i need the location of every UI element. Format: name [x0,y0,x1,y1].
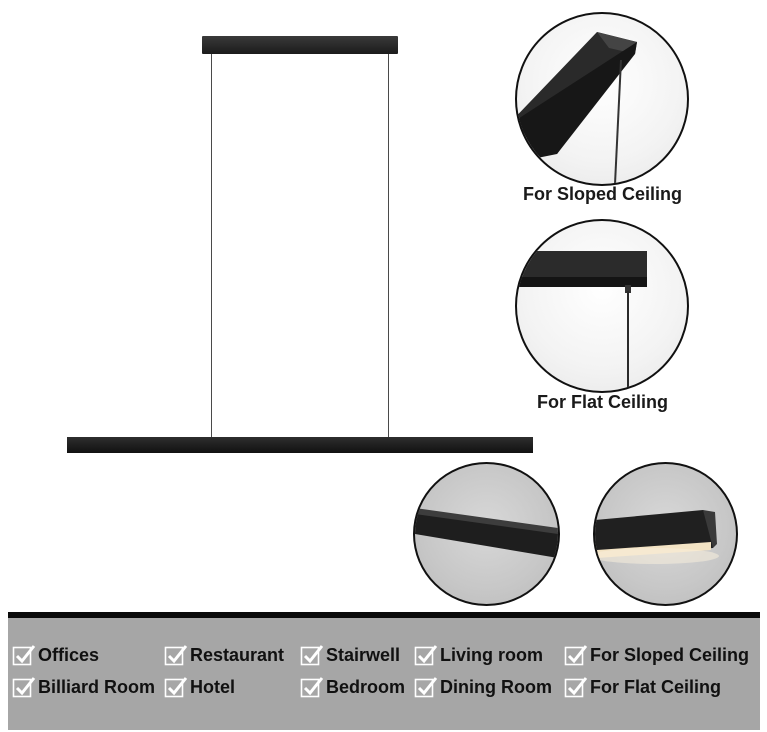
place-item: For Sloped Ceiling [564,641,749,669]
check-icon [414,677,438,698]
check-icon [164,677,188,698]
bar-end-glow-detail-image [593,462,738,606]
place-item: Restaurant [164,641,284,669]
check-icon [12,677,36,698]
check-icon [300,645,324,666]
place-label: Billiard Room [38,676,156,697]
sloped-ceiling-caption: For Sloped Ceiling [523,184,683,204]
check-icon [564,677,588,698]
place-label: Offices [38,644,100,665]
place-item: Hotel [164,673,235,701]
place-label: Restaurant [190,644,285,665]
check-icon [300,677,324,698]
place-item: Bedroom [300,673,405,701]
suspension-wire-right [388,54,389,438]
flat-ceiling-detail-image [515,219,689,393]
ceiling-canopy [202,36,398,54]
place-label: Bedroom [326,676,406,697]
bar-profile-detail-image [413,462,560,606]
check-icon [414,645,438,666]
flat-ceiling-caption: For Flat Ceiling [537,392,669,412]
check-icon [164,645,188,666]
place-label: Stairwell [326,644,401,665]
place-label: Living room [440,644,543,665]
place-label: Hotel [190,676,235,697]
check-icon [564,645,588,666]
suspension-wire-left [211,54,212,438]
place-label: For Flat Ceiling [590,676,722,697]
places-panel-border [8,612,760,618]
place-item: For Flat Ceiling [564,673,721,701]
place-item: Offices [12,641,99,669]
place-item: Dining Room [414,673,552,701]
place-label: Dining Room [440,676,552,697]
place-item: Billiard Room [12,673,155,701]
place-item: Living room [414,641,543,669]
check-icon [12,645,36,666]
linear-light-bar [67,437,533,453]
place-label: For Sloped Ceiling [590,644,750,665]
sloped-ceiling-detail-image [515,12,689,186]
places-panel [8,618,760,730]
place-item: Stairwell [300,641,400,669]
